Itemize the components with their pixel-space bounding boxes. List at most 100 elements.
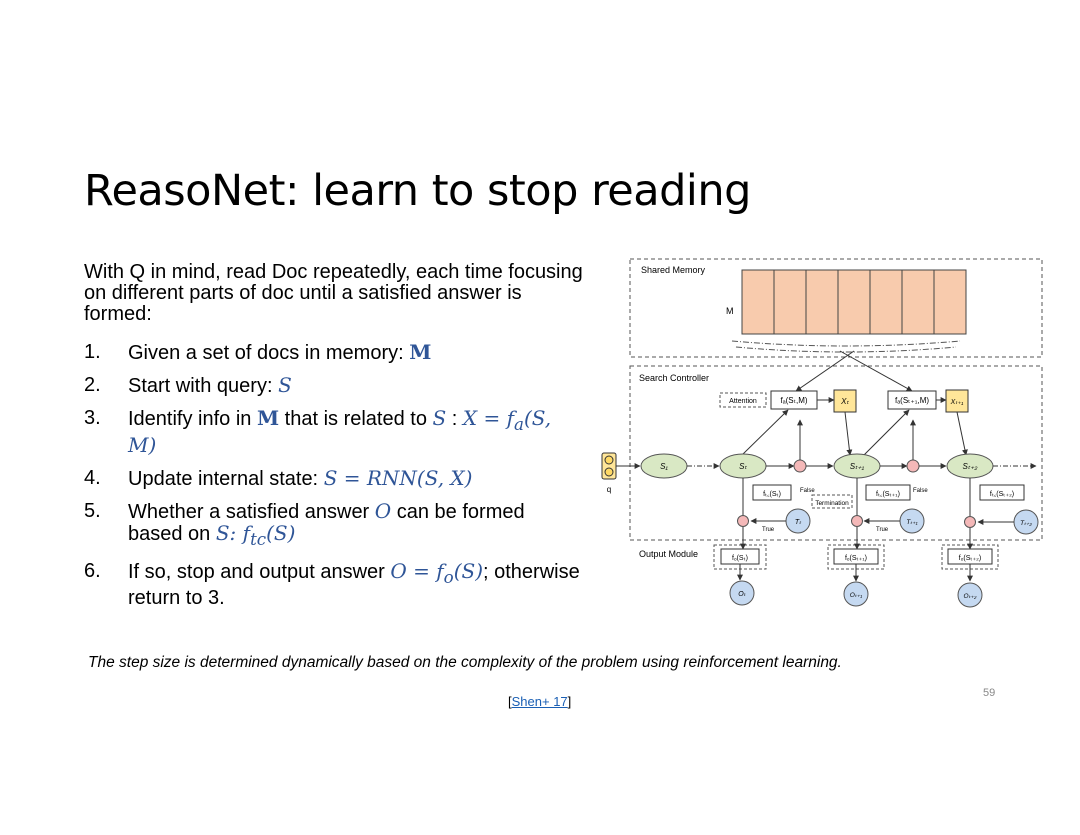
math-state: S — [432, 406, 447, 430]
step-number: 1. — [84, 341, 101, 363]
math-termination-eq: S: f — [215, 521, 251, 545]
math-args: (S) — [453, 559, 484, 583]
arrow — [795, 350, 855, 392]
math-rnn-eq: S = RNN(S, X) — [323, 466, 473, 490]
math-state: S — [278, 373, 292, 397]
true-label: True — [876, 527, 889, 533]
step-text: can be formed based on — [128, 501, 525, 545]
ftc-label-t1: fₜ꜀(Sₜ₊₁) — [876, 491, 900, 498]
memory-cell — [805, 269, 839, 335]
true-label: True — [762, 527, 775, 533]
output-ot — [729, 580, 755, 606]
reasonet-diagram: Shared Memory M Search Controller Attent… — [601, 258, 1043, 608]
page-number: 59 — [983, 687, 996, 699]
math-answer: O — [374, 499, 392, 523]
math-subscript: a — [514, 415, 524, 434]
step-text: Update internal state: — [128, 468, 324, 490]
termination-box — [811, 494, 853, 509]
intro-text: With Q in mind, read Doc repeatedly, eac… — [84, 261, 583, 325]
reference: [Shen+ 17] — [508, 694, 571, 709]
math-args: (S, M) — [128, 406, 552, 457]
memory-cells — [741, 269, 967, 335]
step-item: 4. Update internal state: S = RNN(S, X) — [84, 468, 584, 490]
arrow — [863, 409, 910, 456]
shared-memory-box — [629, 258, 1043, 358]
x-label-t: Xₜ — [840, 397, 849, 406]
step-text: Given a set of docs in memory: — [128, 342, 410, 364]
termination-t-label: Tₜ — [795, 519, 802, 526]
fo-label-t2: fₒ(Sₜ₊₂) — [959, 555, 981, 562]
gate-t1 — [906, 459, 920, 473]
gate-t — [793, 459, 807, 473]
step-number: 3. — [84, 407, 101, 429]
step-number: 5. — [84, 500, 101, 522]
ftc-box-t2 — [979, 484, 1025, 501]
step-text: Whether a satisfied answer — [128, 501, 375, 523]
x-label-t1: Xₜ₊₁ — [950, 399, 964, 406]
attention-box — [719, 392, 767, 408]
gate-output-t2 — [964, 516, 976, 528]
step-text: ; otherwise return to 3. — [128, 561, 580, 609]
query-cell — [604, 455, 614, 465]
math-output-eq: O = f — [390, 559, 444, 583]
step-text: Start with query: — [128, 375, 279, 397]
step-text: that is related to — [279, 408, 433, 430]
arrow — [741, 409, 789, 456]
state-st1-label: Sₜ₊₁ — [850, 462, 865, 471]
termination-t2-label: Tₜ₊₂ — [1020, 520, 1032, 527]
math-memory: M — [256, 406, 280, 430]
arrow — [839, 350, 913, 392]
ftc-label-t: fₜ꜀(Sₜ) — [763, 491, 781, 498]
step-text: If so, stop and output answer — [128, 561, 391, 583]
state-s1-label: S₁ — [660, 462, 668, 471]
fo-label-t1: fₒ(Sₜ₊₁) — [845, 555, 867, 562]
math-subscript: o — [443, 568, 454, 587]
memory-cell — [741, 269, 775, 335]
memory-cell — [869, 269, 903, 335]
shared-memory-label: Shared Memory — [641, 265, 706, 275]
search-controller-box — [629, 365, 1043, 541]
memory-cell — [773, 269, 807, 335]
gate-output-t — [737, 515, 749, 527]
false-label: False — [800, 488, 815, 494]
state-st2-label: Sₜ₊₂ — [963, 462, 978, 471]
slide-title: ReasoNet: learn to stop reading — [84, 166, 751, 216]
output-ot2-label: Oₜ₊₂ — [964, 593, 977, 600]
attention-label: Attention — [729, 398, 757, 405]
memory-cell — [933, 269, 967, 335]
step-item: 3.Identify info in M that is related to … — [84, 408, 584, 457]
fa-label-t1: fₐ(Sₜ₊₁,M) — [895, 396, 929, 405]
step-number: 2. — [84, 374, 101, 396]
caption: The step size is determined dynamically … — [88, 654, 842, 671]
memory-label: M — [726, 306, 734, 316]
step-number: 4. — [84, 467, 101, 489]
memory-brace — [735, 346, 957, 353]
ref-bracket-close: ] — [567, 694, 572, 709]
step-item: 6. If so, stop and output answer O = fo(S… — [84, 561, 584, 609]
false-label: False — [913, 488, 928, 494]
step-text: Identify info in — [128, 408, 257, 430]
ftc-box-t1 — [865, 484, 911, 501]
steps-list: 1. Given a set of docs in memory: M 2. Sta… — [84, 342, 584, 620]
gate-output-t1 — [851, 515, 863, 527]
memory-brace — [731, 340, 961, 347]
search-controller-label: Search Controller — [639, 373, 709, 383]
math-memory: M — [409, 340, 432, 364]
arrow — [956, 411, 968, 456]
math-attention-eq: X = f — [462, 406, 515, 430]
fa-label-t: fₐ(Sₜ,M) — [780, 396, 807, 405]
reference-link[interactable]: Shen+ 17 — [511, 694, 568, 709]
termination-t1-label: Tₜ₊₁ — [906, 519, 917, 526]
step-number: 6. — [84, 560, 101, 582]
step-item: 1. Given a set of docs in memory: M — [84, 342, 584, 364]
arrow — [844, 411, 853, 456]
output-ot2 — [957, 582, 983, 608]
math-subscript: tc — [250, 530, 267, 549]
termination-label: Termination — [815, 500, 849, 507]
state-st-label: Sₜ — [739, 462, 747, 471]
math-args: (S) — [266, 521, 296, 545]
ftc-box-t — [752, 484, 792, 501]
step-item: 2. Start with query: S — [84, 375, 584, 397]
step-item: 5. Whether a satisfied answer O can be fo… — [84, 501, 584, 550]
memory-cell — [901, 269, 935, 335]
